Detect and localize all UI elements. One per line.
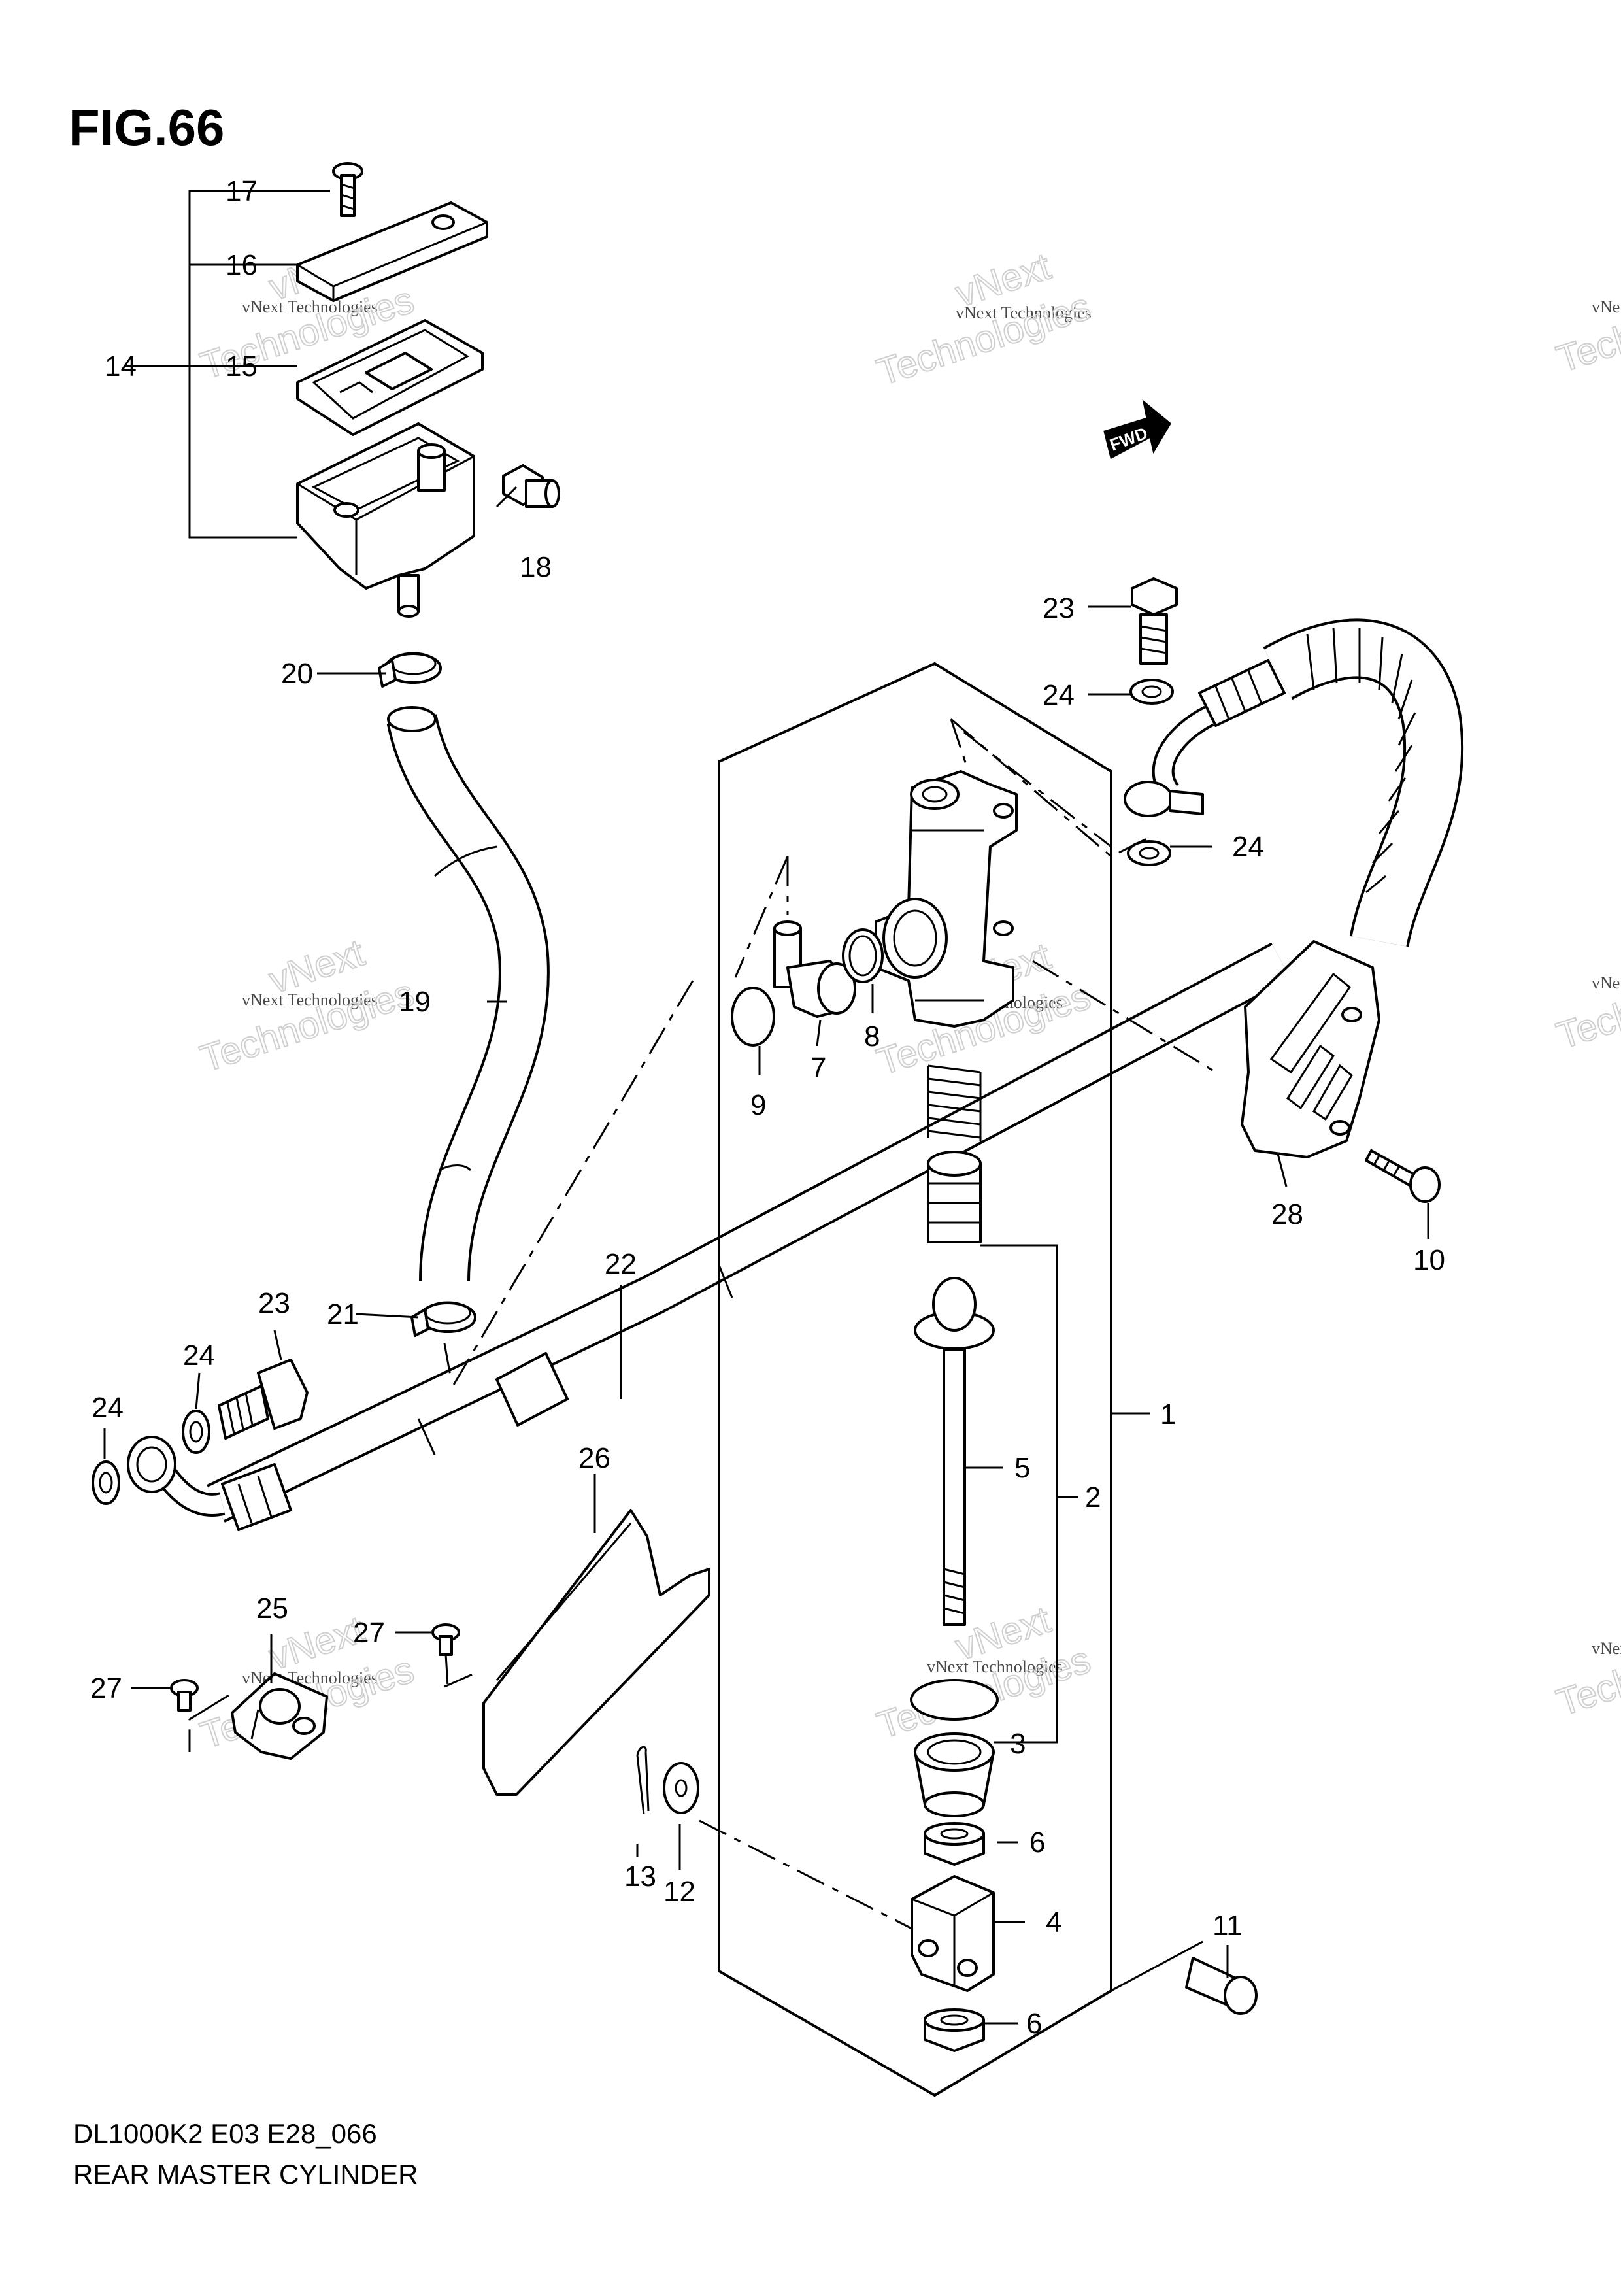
hose-guard-28-icon	[1241, 940, 1380, 1158]
callout-24: 24	[92, 1392, 124, 1424]
reservoir-body-14-icon	[296, 422, 475, 618]
callout-27: 27	[353, 1617, 385, 1649]
callout-10: 10	[1413, 1244, 1445, 1276]
union-bolt-23-icon	[218, 1359, 309, 1440]
watermark-text: vNext	[1592, 1639, 1621, 1658]
callout-20: 20	[281, 658, 313, 690]
figure-title: FIG.66	[69, 99, 224, 156]
hose-clamp-20-icon	[378, 652, 442, 688]
watermark-text: vNext Technologies	[927, 1657, 1063, 1676]
washer-24-icon	[182, 1410, 210, 1454]
callout-7: 7	[811, 1052, 826, 1084]
callout-9: 9	[750, 1089, 766, 1121]
callout-21: 21	[327, 1298, 359, 1330]
callout-23: 23	[258, 1287, 290, 1319]
nut-6-icon	[924, 1822, 985, 1866]
callout-27: 27	[90, 1672, 122, 1704]
callout-24: 24	[1043, 679, 1075, 711]
callout-24: 24	[1232, 831, 1264, 863]
callout-24: 24	[183, 1340, 215, 1372]
callout-6: 6	[1029, 1827, 1045, 1859]
union-bolt-23-icon	[1131, 577, 1178, 665]
callout-26: 26	[578, 1442, 610, 1474]
callout-28: 28	[1271, 1198, 1303, 1230]
hose-joint-7-icon	[773, 920, 856, 1018]
guard-plate-26-icon	[482, 1509, 710, 1796]
callout-3: 3	[1010, 1728, 1026, 1760]
watermark-text: vNext Technologies	[242, 990, 378, 1009]
watermark-text: Technologies	[1552, 949, 1621, 1057]
callout-16: 16	[226, 249, 258, 281]
watermark-text: vNext	[1592, 973, 1621, 992]
upper-brake-hose-icon	[1124, 618, 1464, 948]
brake-hose-22-icon	[127, 942, 1292, 1531]
o-ring-8-icon	[842, 928, 884, 983]
hose-clamp-21-icon	[410, 1301, 476, 1337]
callout-22: 22	[605, 1248, 637, 1280]
callout-5: 5	[1014, 1452, 1030, 1484]
callout-13: 13	[624, 1861, 656, 1893]
callout-15: 15	[226, 350, 258, 382]
callout-1: 1	[1160, 1398, 1176, 1430]
callout-11: 11	[1212, 1910, 1243, 1942]
screw-27-icon	[170, 1679, 199, 1712]
reservoir-hose-19-icon	[386, 706, 550, 1282]
washer-24-icon	[92, 1460, 120, 1505]
master-cylinder-body-icon	[875, 770, 1018, 1028]
circlip-9-icon	[731, 987, 775, 1047]
washer-24-icon	[1127, 840, 1171, 866]
push-rod-5-icon	[914, 1277, 995, 1626]
reservoir-assembly	[296, 162, 560, 618]
callout-labels: 17 16 14 15 18 20 19 21 22 23 24 24 24 2…	[90, 175, 1445, 2040]
clevis-pin-11-icon	[1185, 1957, 1258, 2015]
bracket-25-icon	[231, 1672, 328, 1760]
alignment-lines	[188, 718, 1216, 1930]
model-code: DL1000K2 E03 E28_066	[73, 2118, 377, 2149]
callout-2: 2	[1085, 1481, 1101, 1513]
reservoir-cap-16-icon	[296, 201, 488, 302]
callout-17: 17	[226, 175, 258, 207]
diaphragm-15-icon	[296, 319, 484, 436]
fwd-arrow-icon: FWD	[1103, 399, 1171, 460]
diagram-caption: REAR MASTER CYLINDER	[73, 2159, 418, 2189]
washer-24-icon	[1129, 679, 1174, 705]
bolt-10-icon	[1365, 1149, 1441, 1203]
screw-27-icon	[431, 1623, 460, 1656]
screw-17-icon	[332, 162, 363, 217]
callout-23: 23	[1043, 592, 1075, 624]
spring-icon	[927, 1064, 982, 1141]
boot-3-icon	[914, 1732, 995, 1817]
nut-6-icon	[924, 2008, 985, 2052]
callout-25: 25	[256, 1593, 288, 1625]
watermark-text: vNext Technologies	[956, 303, 1092, 322]
watermark-text: vNext Technologies	[242, 297, 378, 316]
callout-18: 18	[520, 551, 552, 583]
clevis-4-icon	[911, 1875, 995, 1992]
watermark-text: Technologies	[1552, 272, 1621, 380]
callout-4: 4	[1046, 1906, 1061, 1938]
callout-8: 8	[864, 1021, 880, 1053]
circlip-icon	[910, 1679, 999, 1721]
callout-19: 19	[399, 986, 431, 1018]
callout-14: 14	[105, 350, 137, 382]
bolt-18-icon	[502, 464, 560, 508]
watermark-text: Technologies	[1552, 1615, 1621, 1724]
washer-12-icon	[663, 1762, 699, 1814]
leader-lines	[103, 190, 1429, 2025]
callout-12: 12	[663, 1876, 695, 1908]
piston-icon	[927, 1151, 982, 1243]
cotter-pin-13-icon	[636, 1746, 650, 1815]
callout-6: 6	[1026, 2008, 1042, 2040]
watermark-text: vNext	[1592, 297, 1621, 316]
